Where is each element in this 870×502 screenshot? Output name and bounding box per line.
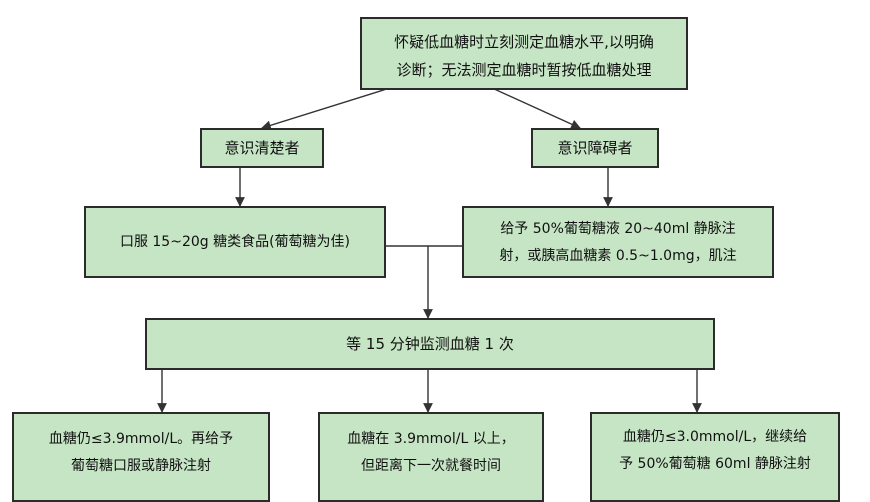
- conscious-label: 意识清楚者: [224, 138, 300, 157]
- result-right-line-1: 血糖仍≤3.0mmol/L，继续给: [622, 429, 808, 445]
- result-left-line-2: 葡萄糖口服或静脉注射: [71, 458, 211, 474]
- result-mid-line-2: 但距离下一次就餐时间: [361, 458, 501, 474]
- iv-treatment-box: 给予 50%葡萄糖液 20~40ml 静脉注 射，或胰高血糖素 0.5~1.0m…: [462, 206, 774, 278]
- monitor-label: 等 15 分钟监测血糖 1 次: [346, 334, 514, 353]
- result-left-box: 血糖仍≤3.9mmol/L。再给予 葡萄糖口服或静脉注射: [12, 412, 270, 502]
- impaired-box: 意识障碍者: [531, 128, 659, 168]
- iv-line-1: 给予 50%葡萄糖液 20~40ml 静脉注: [500, 221, 736, 237]
- iv-line-2: 射，或胰高血糖素 0.5~1.0mg，肌注: [499, 248, 737, 264]
- result-right-box: 血糖仍≤3.0mmol/L，继续给 予 50%葡萄糖 60ml 静脉注射: [590, 412, 840, 502]
- result-right-line-2: 予 50%葡萄糖 60ml 静脉注射: [619, 456, 811, 472]
- monitor-box: 等 15 分钟监测血糖 1 次: [145, 318, 715, 370]
- top-suspect-box: 怀疑低血糖时立刻测定血糖水平,以明确 诊断；无法测定血糖时暂按低血糖处理: [360, 17, 688, 90]
- result-mid-box: 血糖在 3.9mmol/L 以上， 但距离下一次就餐时间: [318, 412, 544, 502]
- arrow-top-to-conscious: [261, 87, 391, 131]
- oral-treatment-box: 口服 15~20g 糖类食品(葡萄糖为佳): [84, 206, 386, 278]
- top-line-2: 诊断；无法测定血糖时暂按低血糖处理: [396, 61, 652, 79]
- impaired-label: 意识障碍者: [557, 138, 633, 157]
- result-mid-line-1: 血糖在 3.9mmol/L 以上，: [347, 431, 515, 447]
- result-left-line-1: 血糖仍≤3.9mmol/L。再给予: [48, 431, 234, 447]
- oral-label: 口服 15~20g 糖类食品(葡萄糖为佳): [119, 233, 351, 250]
- conscious-box: 意识清楚者: [200, 128, 324, 168]
- arrow-top-to-impaired: [491, 87, 581, 129]
- top-line-1: 怀疑低血糖时立刻测定血糖水平,以明确: [394, 33, 654, 51]
